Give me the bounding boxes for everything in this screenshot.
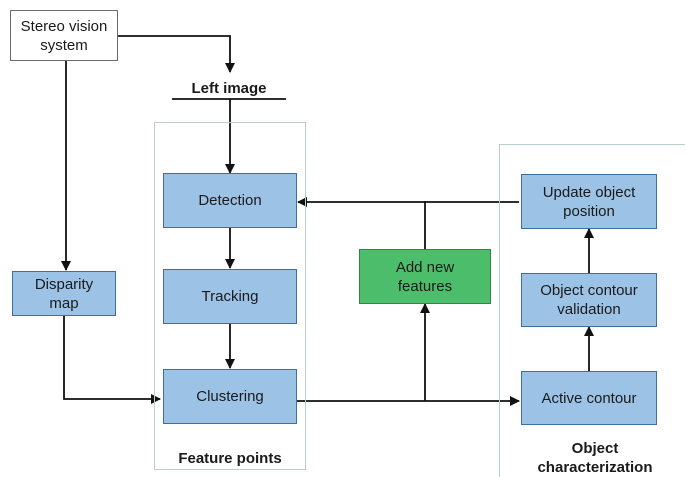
object-contour-validation-label: Object contour validation — [540, 282, 638, 318]
edge-disparity-to-clustering — [63, 316, 161, 404]
edge-stereo-to-left-image — [117, 35, 235, 73]
active-contour-label: Active contour — [541, 389, 637, 407]
clustering-label: Clustering — [196, 388, 264, 405]
clustering-box: Clustering — [163, 369, 297, 424]
disparity-map-box: Disparity map — [12, 271, 116, 316]
active-contour-box: Active contour — [521, 371, 657, 425]
left-image-label: Left image — [191, 80, 267, 97]
disparity-map-label: Disparity map — [34, 275, 94, 312]
feature-points-group — [154, 122, 306, 470]
detection-label: Detection — [198, 192, 262, 209]
update-object-position-label: Update object position — [542, 183, 636, 220]
add-new-features-label: Add new features — [395, 258, 455, 295]
stereo-vision-system-label: Stereo vision system — [20, 17, 108, 54]
tracking-box: Tracking — [163, 269, 297, 324]
feature-points-label: Feature points — [178, 450, 282, 467]
object-characterization-group — [499, 144, 685, 477]
object-characterization-label: Object characterization — [537, 440, 653, 476]
tracking-label: Tracking — [201, 288, 259, 305]
stereo-vision-system-box: Stereo vision system — [10, 10, 118, 61]
object-contour-validation-box: Object contour validation — [521, 273, 657, 327]
detection-box: Detection — [163, 173, 297, 228]
add-new-features-box: Add new features — [359, 249, 491, 304]
update-object-position-box: Update object position — [521, 174, 657, 229]
